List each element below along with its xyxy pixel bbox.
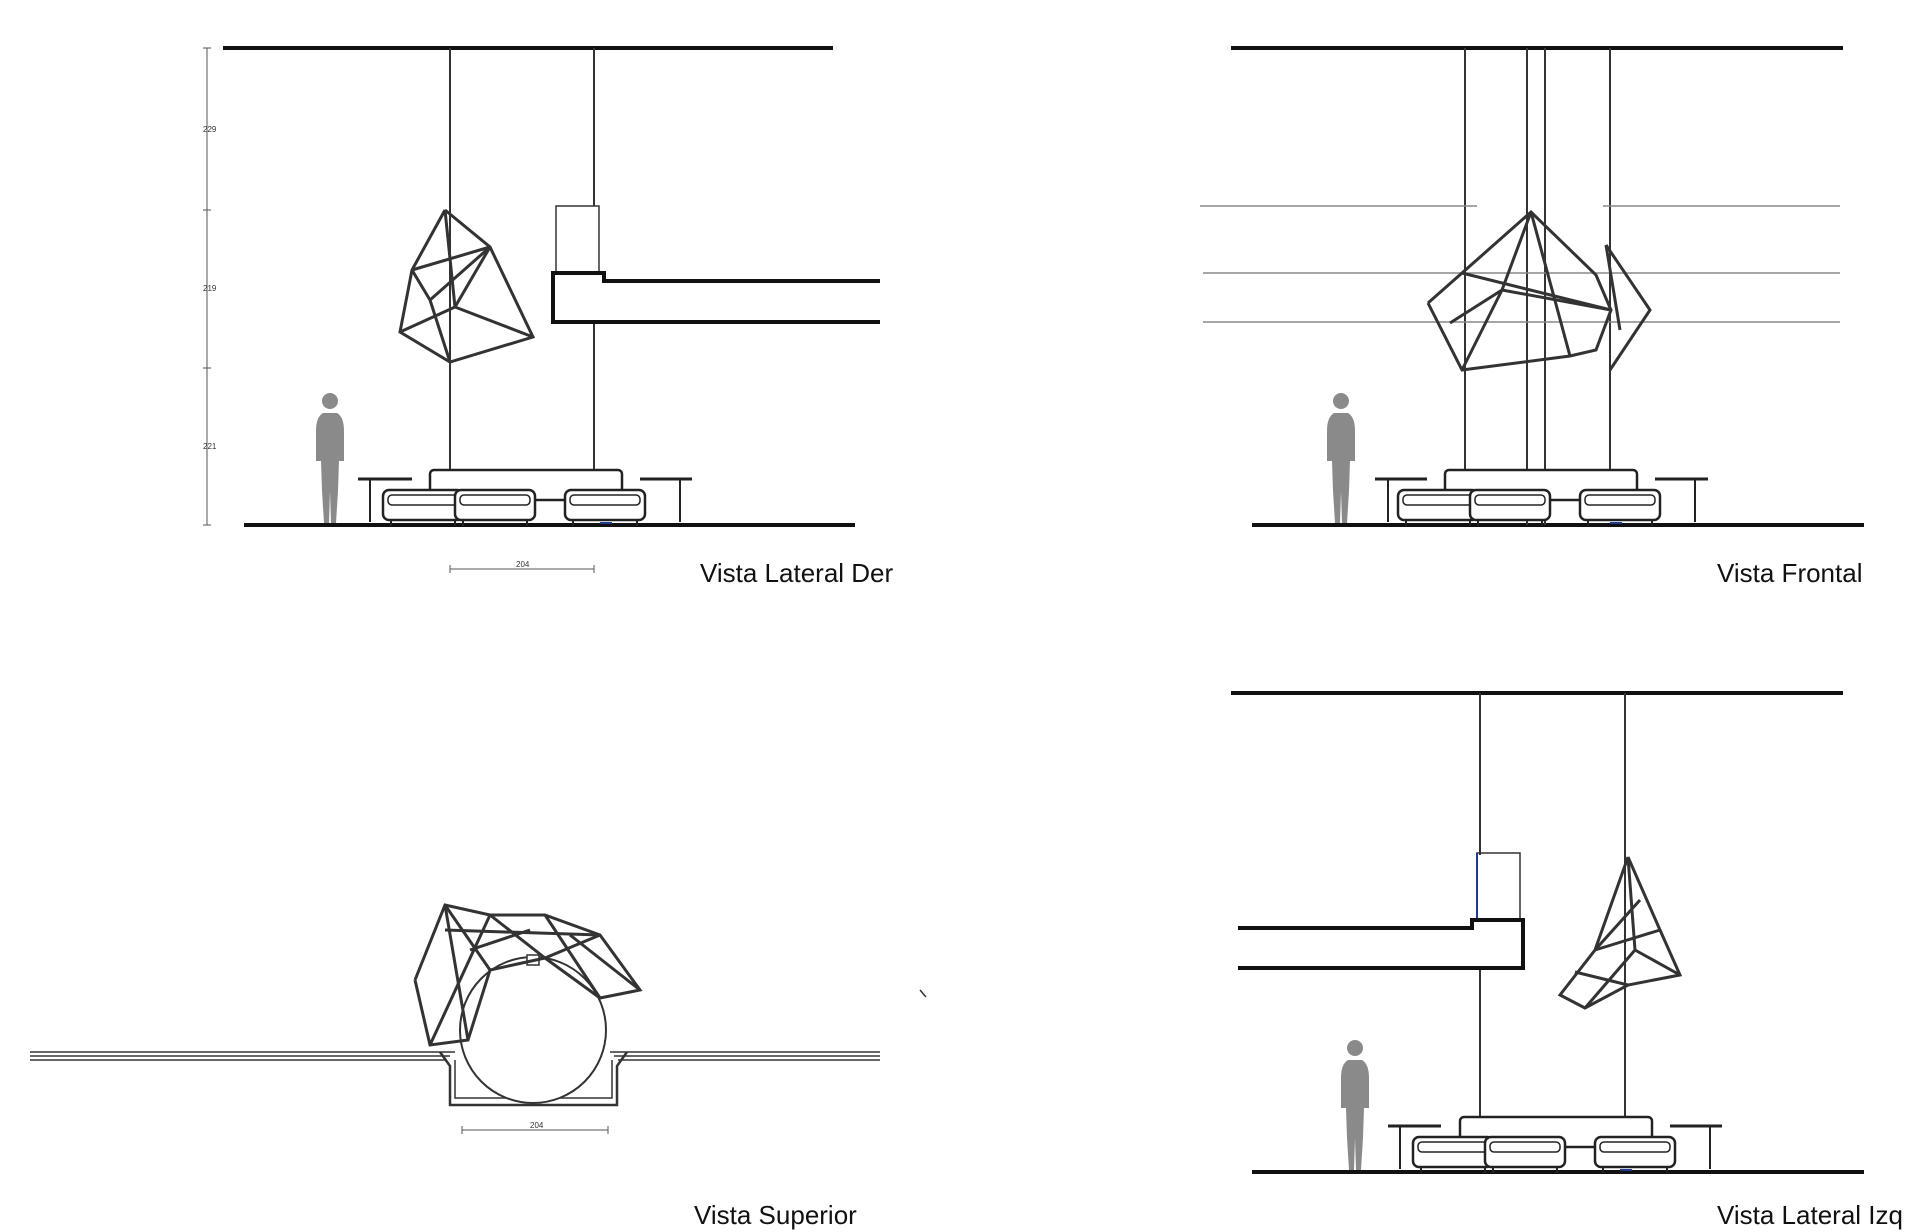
human-scale-figure-left <box>1341 1040 1369 1170</box>
sculpture-polyhedron <box>398 208 536 364</box>
view-title-lateral-der: Vista Lateral Der <box>700 558 894 588</box>
human-scale-figure-front <box>1327 393 1355 523</box>
seating-furniture <box>358 468 692 528</box>
dim-width-top: 204 <box>530 1121 544 1130</box>
dim-top: 229 <box>203 125 217 134</box>
dim-width: 204 <box>516 560 530 569</box>
view-lateral-izq <box>1231 691 1864 1175</box>
sculpture-polyhedron-left <box>1557 856 1683 1010</box>
view-frontal <box>1200 46 1864 528</box>
dim-bottom: 221 <box>203 442 217 451</box>
sculpture-polyhedron-front <box>1426 209 1652 372</box>
seating-furniture-left <box>1388 1115 1722 1175</box>
view-lateral-der: 229 219 221 204 <box>203 46 880 573</box>
human-scale-figure <box>316 393 344 523</box>
seating-furniture-front <box>1375 468 1708 528</box>
view-title-frontal: Vista Frontal <box>1717 558 1863 588</box>
view-superior: 204 <box>30 903 927 1134</box>
sculpture-polyhedron-top <box>413 903 643 1047</box>
dim-middle: 219 <box>203 284 217 293</box>
view-title-superior: Vista Superior <box>694 1200 857 1230</box>
view-title-lateral-izq: Vista Lateral Izq <box>1717 1200 1903 1230</box>
